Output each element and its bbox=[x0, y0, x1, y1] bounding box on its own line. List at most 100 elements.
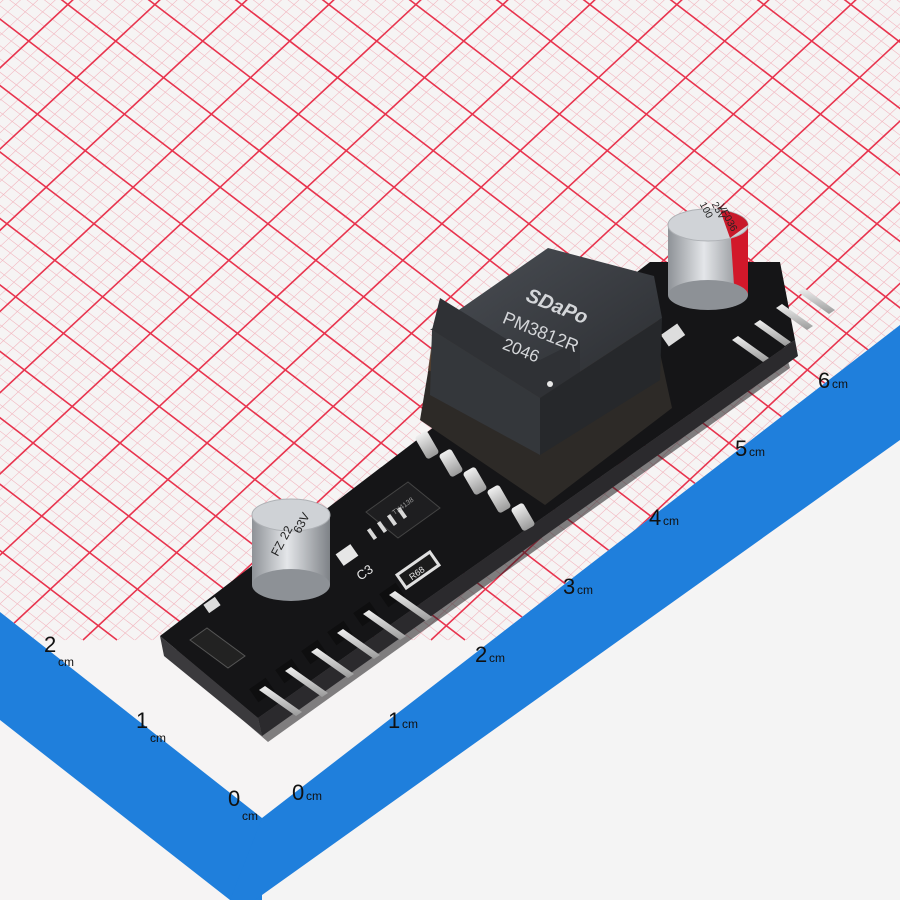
grid-fine-b bbox=[0, 0, 479, 641]
board-edge-front bbox=[258, 340, 798, 736]
capacitor-c3 bbox=[335, 544, 359, 566]
grid-fine-b bbox=[500, 0, 900, 641]
ruler-label-side-2: 2 cm bbox=[44, 632, 74, 669]
grid-fine-b bbox=[0, 0, 792, 641]
transformer-pin bbox=[487, 485, 511, 513]
header-pin bbox=[259, 686, 302, 716]
diode-left bbox=[189, 627, 246, 669]
grid-line-a bbox=[234, 0, 900, 641]
header-pin bbox=[363, 610, 406, 640]
grid-fine-a bbox=[0, 0, 326, 641]
grid-line-a bbox=[0, 0, 205, 641]
header-pin-right bbox=[776, 304, 813, 330]
grid-line-b bbox=[0, 0, 897, 641]
grid-line-a bbox=[0, 0, 379, 641]
svg-text:1: 1 bbox=[388, 708, 400, 733]
grid-fine-b bbox=[0, 0, 705, 641]
svg-text:0: 0 bbox=[228, 786, 240, 811]
grid-line-b bbox=[517, 0, 900, 641]
grid-fine-b bbox=[0, 0, 775, 641]
grid-fine-a bbox=[304, 0, 900, 641]
grid-fine-b bbox=[0, 0, 653, 641]
right-pin-header bbox=[732, 288, 835, 362]
ic-pin bbox=[366, 527, 378, 541]
transformer-front bbox=[540, 318, 662, 455]
ruler-label-front-0: 0 cm bbox=[292, 780, 322, 805]
front-pin-header bbox=[249, 582, 432, 716]
grid-fine-b bbox=[0, 0, 497, 641]
grid-line-b bbox=[82, 0, 900, 641]
ruler-label-front-6: 6 cm bbox=[818, 368, 848, 393]
grid-line-b bbox=[0, 0, 462, 641]
grid-fine-b bbox=[0, 0, 514, 641]
grid-fine-b bbox=[100, 0, 900, 641]
ruler-band-left bbox=[0, 612, 262, 900]
header-pin bbox=[311, 648, 354, 678]
svg-text:5: 5 bbox=[735, 436, 747, 461]
grid-fine-b bbox=[0, 0, 688, 641]
grid-fine-a bbox=[252, 0, 900, 641]
ruler-label-front-5: 5 cm bbox=[735, 436, 765, 461]
svg-text:cm: cm bbox=[306, 789, 322, 803]
ruler-label-front-2: 2 cm bbox=[475, 642, 505, 667]
grid-fine-b bbox=[0, 0, 601, 641]
grid-fine-a bbox=[0, 0, 257, 641]
header-pin-right bbox=[754, 320, 791, 346]
grid-fine-a bbox=[78, 0, 900, 641]
grid-fine-a bbox=[0, 0, 239, 641]
grid-line-b bbox=[0, 0, 810, 641]
svg-text:2: 2 bbox=[475, 642, 487, 667]
smd-cap-right bbox=[660, 323, 686, 347]
header-pin-right bbox=[798, 288, 835, 314]
grid-fine-a bbox=[0, 0, 431, 641]
grid-line-b bbox=[169, 0, 900, 641]
grid-fine-a bbox=[0, 0, 187, 641]
header-pin bbox=[389, 591, 432, 621]
transformer-pin bbox=[439, 449, 463, 477]
grid-line-b bbox=[0, 0, 636, 641]
grid-fine-b bbox=[30, 0, 900, 641]
svg-text:cm: cm bbox=[402, 717, 418, 731]
ruler-label-front-3: 3 cm bbox=[563, 574, 593, 599]
grid-fine-a bbox=[217, 0, 900, 641]
ruler-labels: 0 cm 1 cm 2 cm 3 cm 4 cm 5 cm 6 cm 0 cm bbox=[44, 368, 848, 823]
grid-line-b bbox=[0, 0, 723, 641]
ic-pins bbox=[366, 506, 408, 541]
header-pin bbox=[285, 667, 328, 697]
grid-fine-b bbox=[0, 0, 531, 641]
grid-fine-a bbox=[0, 0, 396, 641]
capacitor-left: 22 63V FZ bbox=[251, 498, 331, 601]
transformer-face bbox=[432, 298, 580, 398]
grid-fine-a bbox=[200, 0, 900, 641]
svg-text:cm: cm bbox=[58, 655, 74, 669]
grid-fine-a bbox=[0, 0, 796, 641]
transformer-pins bbox=[415, 431, 535, 531]
poe-module: C3 R68 TX4138 SDaPo PM3812R 2046 bbox=[160, 200, 835, 742]
grid-fine-b bbox=[465, 0, 900, 641]
grid-fine-a bbox=[0, 0, 900, 641]
smd-pad bbox=[203, 596, 221, 614]
grid-fine-a bbox=[0, 0, 448, 641]
ic-body bbox=[365, 481, 441, 539]
grid-fine-a bbox=[0, 0, 344, 641]
svg-text:4: 4 bbox=[649, 505, 661, 530]
resistor-r68: R68 bbox=[394, 549, 442, 591]
capacitor-right: 100 25V VF036 bbox=[667, 200, 749, 310]
ic-pin bbox=[386, 513, 398, 527]
cap-right-top-red bbox=[720, 210, 748, 238]
ruler-band-front bbox=[230, 325, 900, 900]
grid-fine-b bbox=[13, 0, 900, 641]
grid-fine-a bbox=[0, 0, 831, 641]
pin1-dot bbox=[547, 381, 553, 387]
grid-fine-b bbox=[0, 0, 740, 641]
svg-text:6: 6 bbox=[818, 368, 830, 393]
cap-left-top bbox=[251, 498, 331, 532]
cap-right-bottom bbox=[668, 280, 748, 310]
grid-fine-a bbox=[0, 0, 222, 641]
grid-fine-a bbox=[269, 0, 900, 641]
grid-fine-a bbox=[0, 0, 274, 641]
grid-fine-a bbox=[287, 0, 900, 641]
grid-fine-a bbox=[339, 0, 900, 641]
